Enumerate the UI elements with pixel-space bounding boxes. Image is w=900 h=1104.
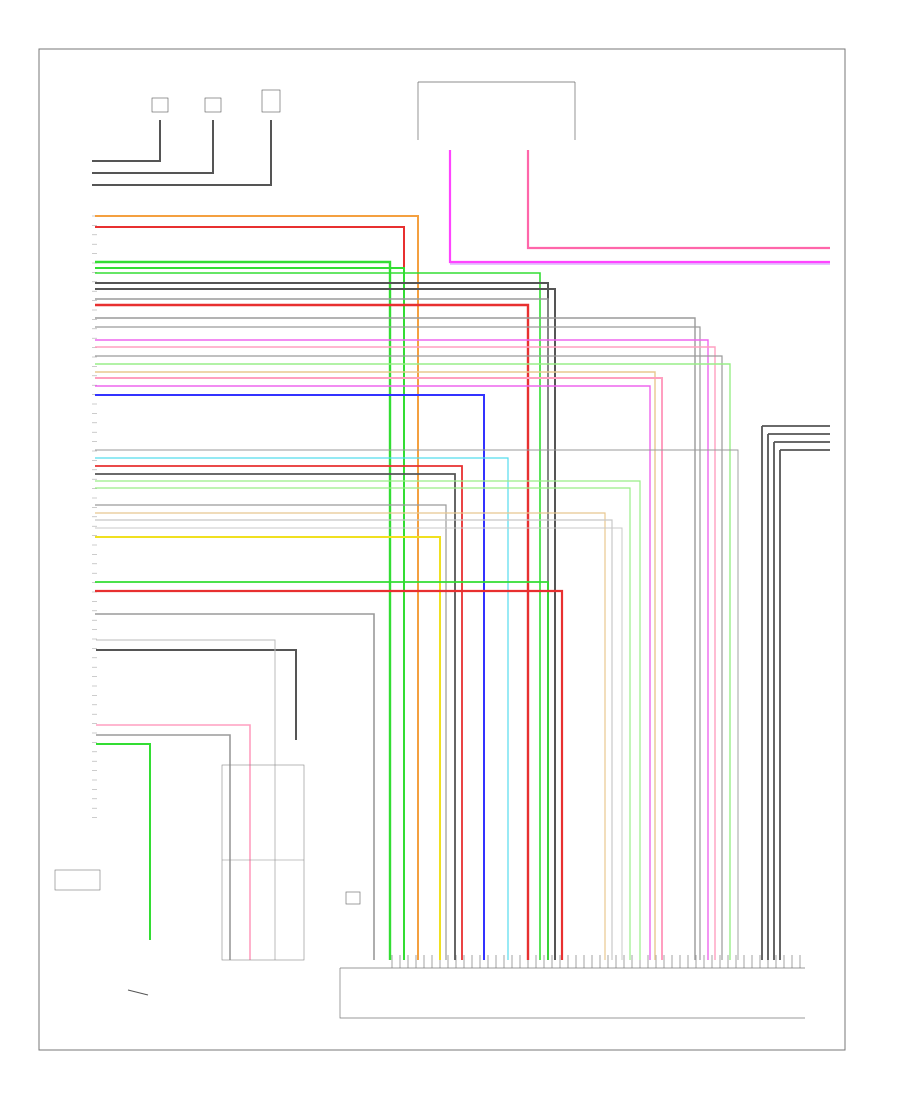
wire-run bbox=[95, 465, 463, 960]
wire-run bbox=[95, 449, 739, 960]
diagram-frame bbox=[38, 48, 846, 1051]
wire-run bbox=[95, 473, 456, 960]
wire-run bbox=[95, 512, 606, 960]
top-left-connectors bbox=[92, 89, 281, 186]
wire-run bbox=[95, 317, 696, 960]
wire-run bbox=[95, 339, 709, 960]
wire-run bbox=[95, 267, 405, 960]
wire-run bbox=[95, 581, 549, 960]
wire-run bbox=[95, 457, 509, 960]
lower-left-section bbox=[54, 639, 305, 996]
left-connector-pins bbox=[92, 215, 801, 968]
wire-run bbox=[95, 377, 663, 960]
bottom-module bbox=[339, 891, 805, 1019]
top-right-relay-section bbox=[417, 81, 830, 265]
wire-run bbox=[95, 326, 701, 960]
wire-run bbox=[95, 346, 716, 960]
wire-run bbox=[95, 363, 731, 960]
wire-run bbox=[95, 504, 447, 960]
wire-run bbox=[95, 260, 392, 960]
wire-run bbox=[95, 394, 485, 960]
wire-run bbox=[95, 282, 549, 960]
wire-run bbox=[95, 536, 441, 960]
wire-run bbox=[95, 385, 651, 960]
wire-run bbox=[95, 298, 549, 960]
wire-run bbox=[95, 613, 375, 960]
wire-run bbox=[95, 355, 723, 960]
wire-run bbox=[95, 589, 564, 960]
wire-run bbox=[95, 480, 641, 960]
wire-harness bbox=[95, 215, 739, 960]
wire-run bbox=[95, 303, 530, 960]
wire-run bbox=[95, 527, 623, 960]
wire-run bbox=[95, 371, 656, 960]
wire-run bbox=[95, 519, 613, 960]
wire-run bbox=[95, 288, 556, 960]
wire-run bbox=[95, 487, 631, 960]
right-side-wires bbox=[761, 425, 830, 960]
wire-run bbox=[95, 272, 541, 960]
wire-run bbox=[95, 215, 419, 960]
